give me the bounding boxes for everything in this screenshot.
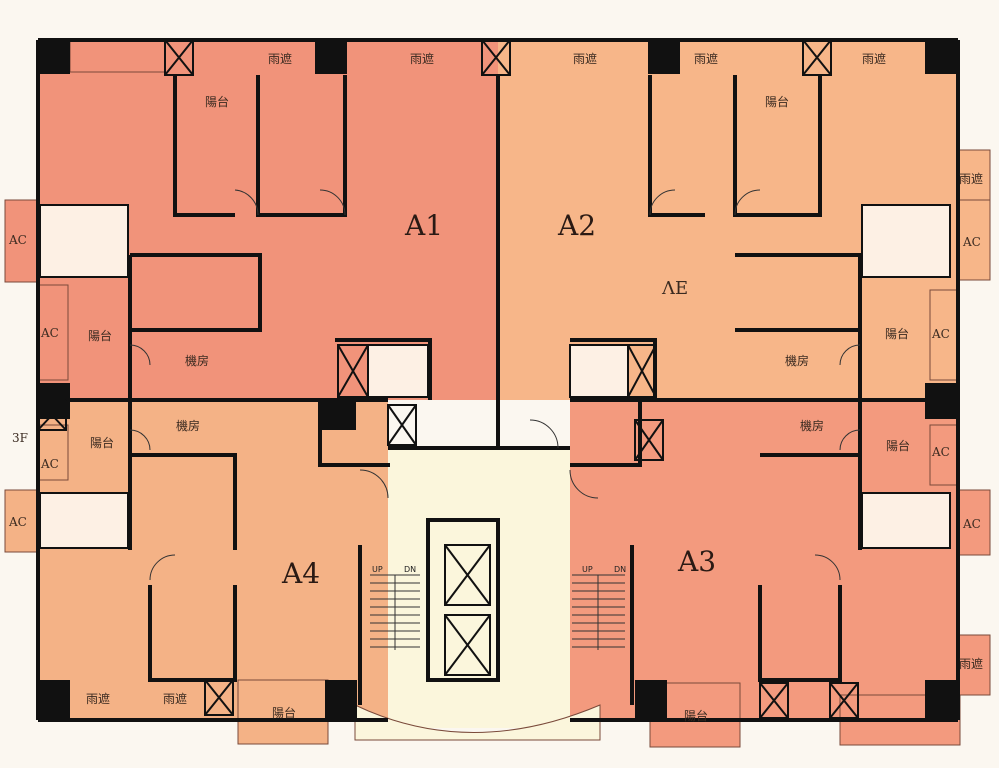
canopy-label-3: 雨遮 xyxy=(573,52,598,66)
machine-room-a1: 機房 xyxy=(185,354,210,368)
unit-label-a3: A3 xyxy=(678,545,717,578)
unit-label-a2: A2 xyxy=(558,209,597,242)
balcony-label-a2-side: 陽台 xyxy=(885,327,910,341)
canopy-label-7: 雨遮 xyxy=(959,657,984,671)
balcony-label-a3-bottom: 陽台 xyxy=(684,709,709,723)
floor-label: 3F xyxy=(12,431,28,445)
machine-room-a3: 機房 xyxy=(800,419,825,433)
canopy-label-5: 雨遮 xyxy=(862,52,887,66)
canopy-label-2: 雨遮 xyxy=(410,52,435,66)
canopy-label-6: 雨遮 xyxy=(959,172,984,186)
balcony-label-a1-top: 陽台 xyxy=(205,95,230,109)
unit-label-a4: A4 xyxy=(282,557,321,590)
canopy-label-1: 雨遮 xyxy=(268,52,293,66)
ac-label-6: AC xyxy=(932,327,950,341)
balcony-label-a4-side: 陽台 xyxy=(90,436,115,450)
balcony-label-a3-side: 陽台 xyxy=(886,439,911,453)
ac-label-2: AC xyxy=(41,326,59,340)
balcony-label-a1-side: 陽台 xyxy=(88,329,113,343)
ac-label-5: AC xyxy=(963,235,981,249)
ac-label-8: AC xyxy=(963,517,981,531)
ac-label-3: AC xyxy=(41,457,59,471)
machine-room-a2: 機房 xyxy=(785,354,810,368)
stair-dn-left: DN xyxy=(404,565,417,574)
core-area xyxy=(388,448,570,728)
machine-room-a4: 機房 xyxy=(176,419,201,433)
unit-label-a1: A1 xyxy=(405,209,444,242)
canopy-label-9: 雨遮 xyxy=(163,692,188,706)
stair-dn-right: DN xyxy=(614,565,627,574)
canopy-label-4: 雨遮 xyxy=(694,52,719,66)
canopy-label-8: 雨遮 xyxy=(86,692,111,706)
ac-label-1: AC xyxy=(9,233,27,247)
ac-label-7: AC xyxy=(932,445,950,459)
stair-up-right: UP xyxy=(582,565,593,574)
handwritten-annotation: ɅE xyxy=(662,278,689,299)
balcony-label-a4-bottom: 陽台 xyxy=(272,706,297,720)
ac-label-4: AC xyxy=(9,515,27,529)
stair-up-left: UP xyxy=(372,565,383,574)
balcony-label-a2-top: 陽台 xyxy=(765,95,790,109)
